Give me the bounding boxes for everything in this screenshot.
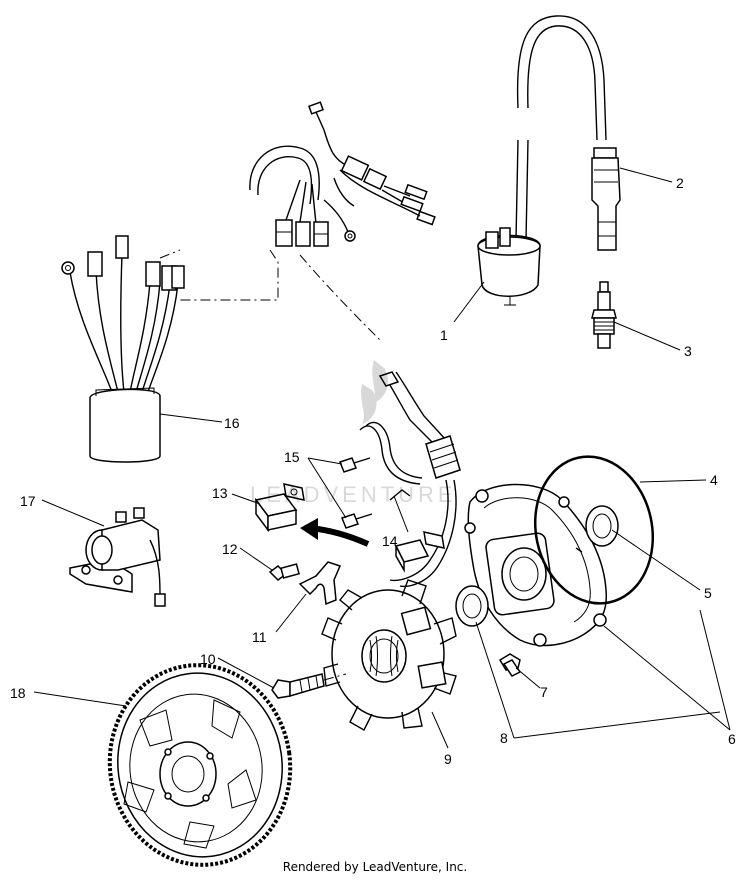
callout-16: 16 xyxy=(224,415,240,431)
ignition-lead xyxy=(516,15,607,141)
callout-15: 15 xyxy=(284,449,300,465)
stator-wiring xyxy=(359,371,461,588)
sensor-14 xyxy=(389,489,445,573)
watermark-logo: LEADVENTURE xyxy=(250,360,457,507)
ignition-coil xyxy=(477,139,541,306)
callout-14: 14 xyxy=(382,533,398,549)
oil-seal-5 xyxy=(585,505,619,547)
callout-2: 2 xyxy=(676,175,684,191)
wiring-harness xyxy=(180,101,436,341)
oil-seal-8 xyxy=(455,585,489,627)
callout-13: 13 xyxy=(212,485,228,501)
callouts: 1 2 3 4 5 6 7 8 9 10 11 12 13 14 15 16 1… xyxy=(10,175,736,767)
callout-18: 18 xyxy=(10,685,26,701)
callout-9: 9 xyxy=(444,751,452,767)
flywheel xyxy=(107,663,293,867)
callout-3: 3 xyxy=(684,343,692,359)
pickup-coil xyxy=(254,483,305,533)
footer-credit: Rendered by LeadVenture, Inc. xyxy=(282,860,468,874)
callout-17: 17 xyxy=(20,493,36,509)
stator-bolt xyxy=(271,673,347,699)
assembly-arrow xyxy=(309,525,370,547)
starter-solenoid xyxy=(69,507,166,607)
stator xyxy=(321,579,457,731)
callout-8: 8 xyxy=(500,730,508,746)
callout-11: 11 xyxy=(252,629,267,645)
assembly-arrow-head xyxy=(300,518,318,540)
spark-plug-cap xyxy=(591,147,621,251)
spark-plug xyxy=(591,281,617,349)
wire-clamp xyxy=(298,561,342,606)
screws-15 xyxy=(339,457,373,529)
callout-4: 4 xyxy=(710,472,718,488)
screw-7 xyxy=(498,653,522,677)
screw-12 xyxy=(268,563,300,581)
callout-10: 10 xyxy=(200,651,216,667)
stator-plate xyxy=(464,483,608,647)
callout-12: 12 xyxy=(222,541,238,557)
leader-lines xyxy=(33,167,731,749)
o-ring xyxy=(533,455,655,605)
svg-text:LEADVENTURE: LEADVENTURE xyxy=(250,482,457,507)
callout-6: 6 xyxy=(728,731,736,747)
callout-1: 1 xyxy=(440,327,448,343)
callout-5: 5 xyxy=(704,585,712,601)
voltage-regulator xyxy=(61,235,185,463)
callout-7: 7 xyxy=(540,684,548,700)
